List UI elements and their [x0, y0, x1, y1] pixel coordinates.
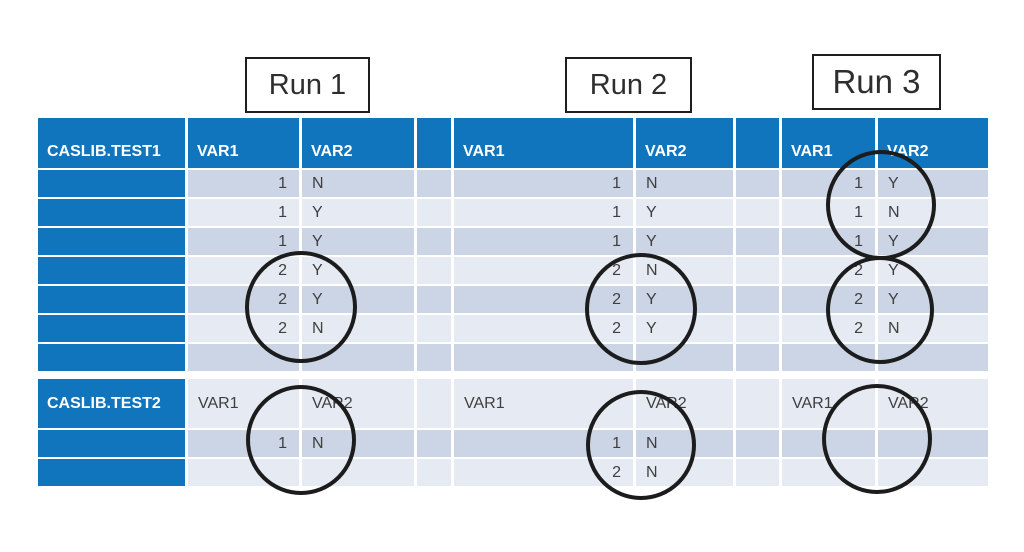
gap-cell — [736, 430, 779, 457]
t1-col-header-run1-var1: VAR1 — [188, 118, 299, 168]
highlight-circle-test2-run2 — [586, 390, 696, 500]
highlight-circle-test2-run3 — [822, 384, 932, 494]
t1-header-gap-1 — [417, 118, 451, 168]
table-cell: 1 — [188, 228, 299, 255]
run-1-label-box: Run 1 — [245, 57, 370, 113]
gap-cell — [417, 257, 451, 284]
t1-row-label-cell — [38, 344, 185, 371]
gap-cell — [736, 315, 779, 342]
gap-cell — [736, 459, 779, 486]
table-cell: 1 — [454, 199, 633, 226]
t2-header-gap-2 — [736, 379, 779, 428]
run-3-label-box: Run 3 — [812, 54, 941, 110]
t1-header-gap-2 — [736, 118, 779, 168]
table-cell: Y — [302, 199, 414, 226]
gap-cell — [417, 344, 451, 371]
t1-col-header-run2-var1: VAR1 — [454, 118, 633, 168]
table-cell: N — [302, 170, 414, 197]
highlight-circle-test1-run1 — [245, 251, 357, 363]
t1-row-label-cell — [38, 286, 185, 313]
table-cell: Y — [302, 228, 414, 255]
t2-row-label-cell — [38, 430, 185, 457]
table-cell: 1 — [188, 170, 299, 197]
gap-cell — [736, 228, 779, 255]
t1-col-header-run2-var2: VAR2 — [636, 118, 733, 168]
table-cell: N — [636, 170, 733, 197]
gap-cell — [417, 199, 451, 226]
gap-cell — [736, 344, 779, 371]
highlight-circle-test1-run3-bottom — [826, 256, 934, 364]
highlight-circle-test1-run2 — [585, 253, 697, 365]
table-cell: 1 — [454, 228, 633, 255]
t1-col-header-run1-var2: VAR2 — [302, 118, 414, 168]
gap-cell — [736, 286, 779, 313]
t2-row-label-cell — [38, 459, 185, 486]
run-2-label-box: Run 2 — [565, 57, 692, 113]
gap-cell — [417, 228, 451, 255]
highlight-circle-test1-run3-top — [826, 150, 936, 260]
t1-row-label-cell — [38, 315, 185, 342]
gap-cell — [417, 430, 451, 457]
gap-cell — [417, 459, 451, 486]
table-cell: 1 — [188, 199, 299, 226]
t2-header-gap-1 — [417, 379, 451, 428]
gap-cell — [736, 257, 779, 284]
gap-cell — [736, 199, 779, 226]
t2-table-label: CASLIB.TEST2 — [38, 379, 185, 428]
t1-row-label-cell — [38, 199, 185, 226]
table-cell: Y — [636, 199, 733, 226]
gap-cell — [417, 170, 451, 197]
table-cell: Y — [636, 228, 733, 255]
t1-row-label-cell — [38, 257, 185, 284]
gap-cell — [417, 315, 451, 342]
gap-cell — [736, 170, 779, 197]
t1-row-label-cell — [38, 228, 185, 255]
gap-cell — [417, 286, 451, 313]
highlight-circle-test2-run1 — [246, 385, 356, 495]
t1-table-label: CASLIB.TEST1 — [38, 118, 185, 168]
t1-row-label-cell — [38, 170, 185, 197]
table-cell: 1 — [454, 170, 633, 197]
